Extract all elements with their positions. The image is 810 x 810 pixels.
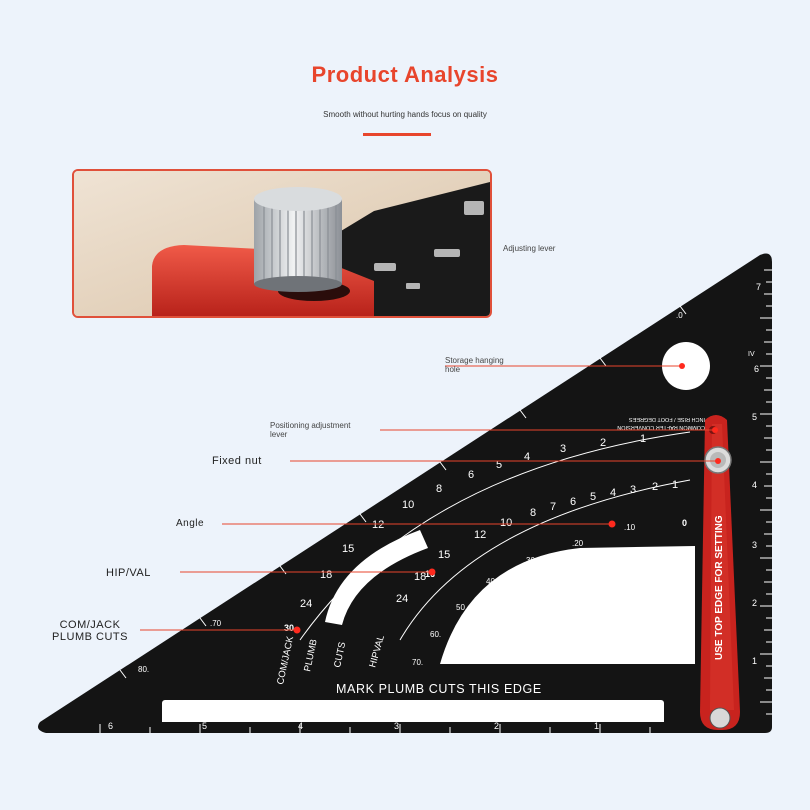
- degree-label: 50.: [456, 603, 467, 612]
- callout-com-jack: COM/JACK PLUMB CUTS: [40, 619, 140, 643]
- ruler-label: 6: [108, 721, 113, 731]
- callout-storage-hole-line2: hole: [445, 365, 461, 374]
- callout-com-jack-line1: COM/JACK: [59, 619, 121, 631]
- degree-label: 40.: [486, 577, 497, 586]
- scale-label: 24: [300, 598, 312, 610]
- scale-label: 6: [570, 496, 576, 508]
- ruler-label: 4: [752, 480, 757, 490]
- rafter-sub: INCH RISE / FOOT DEGREES: [629, 416, 705, 422]
- callout-hip-val: HIP/VAL: [106, 567, 151, 579]
- degree-label: 30.: [526, 556, 537, 565]
- scale-label: 10: [402, 499, 414, 511]
- scale-label: 4: [610, 487, 616, 499]
- mark-edge-text: MARK PLUMB CUTS THIS EDGE: [336, 682, 542, 696]
- marker-0-label: 0: [682, 518, 687, 528]
- scale-label: 18: [414, 571, 426, 583]
- scale-label: 8: [530, 507, 536, 519]
- ruler-label: 2: [494, 721, 499, 731]
- degree-label: .10: [624, 523, 636, 532]
- positioning-lever: USE TOP EDGE FOR SETTING: [700, 415, 740, 730]
- scale-label: 5: [590, 491, 596, 503]
- scale-label: 2: [652, 481, 658, 493]
- title-underline: [363, 133, 431, 136]
- callout-storage-hole-line1: Storage hanging: [445, 356, 504, 365]
- callout-positioning-lever: Positioning adjustment lever: [270, 421, 351, 439]
- scale-label: 4: [524, 451, 530, 463]
- ruler-label: 5: [752, 412, 757, 422]
- roman-iv: IV: [748, 351, 755, 358]
- scale-label: 1: [640, 433, 646, 445]
- scale-label: 8: [436, 483, 442, 495]
- degree-label: 80.: [138, 665, 149, 674]
- scale-label: 12: [372, 519, 384, 531]
- scale-label: 5: [496, 459, 502, 471]
- hip-val-dot: [428, 568, 436, 576]
- ruler-label: 3: [394, 721, 399, 731]
- ruler-label: 4: [298, 721, 303, 731]
- scale-label: 10: [500, 517, 512, 529]
- callout-positioning-line2: lever: [270, 430, 288, 439]
- scale-label: 1: [672, 479, 678, 491]
- adjusting-lever-closeup: [72, 169, 492, 318]
- storage-hole-dot: [679, 363, 685, 369]
- ruler-label: 1: [594, 721, 599, 731]
- callout-adjusting-lever: Adjusting lever: [503, 244, 556, 253]
- storage-hole: [662, 342, 710, 390]
- scale-label: 18: [320, 569, 332, 581]
- ruler-label: 5: [202, 721, 207, 731]
- rafter-header: COMMON RAFTER CONVERSION: [617, 424, 705, 430]
- marker-30-label: 30: [284, 623, 294, 633]
- ruler-label: 2: [752, 598, 757, 608]
- ruler-label: 1: [752, 656, 757, 666]
- page-subtitle: Smooth without hurting hands focus on qu…: [323, 110, 487, 119]
- ruler-label: 6: [754, 364, 759, 374]
- degree-label: .20: [572, 539, 584, 548]
- page-title: Product Analysis: [311, 62, 499, 87]
- scale-label: 24: [396, 593, 408, 605]
- scale-label: 15: [438, 549, 450, 561]
- use-top-edge-text: USE TOP EDGE FOR SETTING: [714, 515, 725, 660]
- cuts-label: CUTS: [332, 641, 348, 669]
- positioning-dot: [712, 427, 718, 433]
- scale-label: 12: [474, 529, 486, 541]
- degree-label: 70.: [412, 658, 423, 667]
- ruler-label: 3: [752, 540, 757, 550]
- degree-label: 60.: [430, 630, 441, 639]
- callout-fixed-nut: Fixed nut: [212, 455, 262, 467]
- scale-label: 7: [550, 501, 556, 513]
- scale-label: 6: [468, 469, 474, 481]
- scale-label: 3: [560, 443, 566, 455]
- callout-positioning-line1: Positioning adjustment: [270, 421, 351, 430]
- callout-storage-hole: Storage hanging hole: [445, 356, 504, 374]
- degree-label: .0: [676, 311, 683, 320]
- scale-label: 15: [342, 543, 354, 555]
- scale-label: 3: [630, 484, 636, 496]
- degree-label: .70: [210, 619, 222, 628]
- angle-dot: [608, 520, 616, 528]
- ruler-label: 7: [756, 282, 761, 292]
- callout-com-jack-line2: PLUMB CUTS: [52, 631, 128, 643]
- fixed-nut-dot: [715, 458, 721, 464]
- callout-angle: Angle: [176, 518, 205, 529]
- com-jack-dot: [293, 626, 301, 634]
- scale-label: 2: [600, 437, 606, 449]
